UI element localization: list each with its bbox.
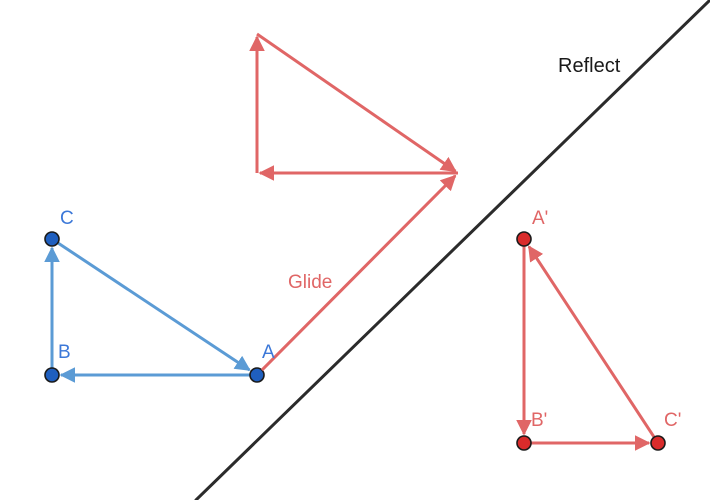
vertex-label-Bp: B' xyxy=(531,410,547,431)
glide-vector xyxy=(260,174,457,372)
reflect-line-group xyxy=(194,0,710,500)
reflect-line xyxy=(194,0,710,500)
vertex-label-C: C xyxy=(60,208,74,229)
vertex-label-Cp: C' xyxy=(664,410,681,431)
edge-B-to-C xyxy=(57,241,251,372)
glide-vector-group xyxy=(260,174,457,372)
reflected-triangle xyxy=(516,231,666,451)
glide-vector-label: Glide xyxy=(288,272,332,293)
vertex-point-Ap[interactable] xyxy=(516,231,532,247)
vertex-point-A[interactable] xyxy=(249,367,265,383)
vertex-label-Ap: A' xyxy=(532,208,548,229)
triangles-group xyxy=(44,32,666,451)
vertex-point-Cp[interactable] xyxy=(650,435,666,451)
vertex-point-Bp[interactable] xyxy=(516,435,532,451)
vertex-label-A: A xyxy=(262,342,275,363)
vertex-label-B: B xyxy=(58,342,71,363)
glide-edge-left-to-top xyxy=(256,32,457,173)
edge-Cp-to-Ap xyxy=(527,245,656,438)
vertex-point-C[interactable] xyxy=(44,231,60,247)
vertex-point-B[interactable] xyxy=(44,367,60,383)
reflect-line-label: Reflect xyxy=(558,55,621,77)
original-triangle xyxy=(44,231,265,383)
glided-triangle xyxy=(249,32,458,181)
